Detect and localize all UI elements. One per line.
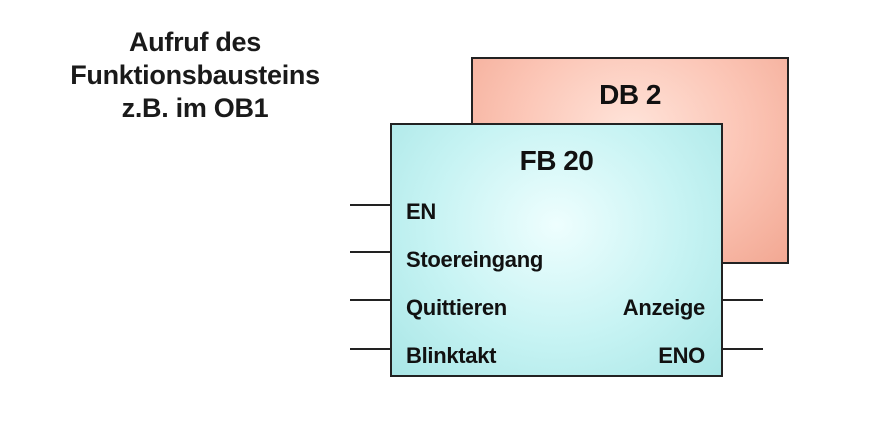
caption-line-3: z.B. im OB1 [121, 93, 269, 123]
db-block-title: DB 2 [599, 79, 661, 110]
caption-line-2: Funktionsbausteins [70, 60, 320, 90]
input-pin-stoereingang: Stoereingang [406, 247, 543, 272]
input-wire-quittieren [350, 299, 390, 301]
input-pin-blinktakt: Blinktakt [406, 343, 497, 368]
diagram-caption: Aufruf des Funktionsbausteins z.B. im OB… [30, 26, 360, 125]
output-pin-eno: ENO [658, 343, 705, 368]
output-wire-anzeige [723, 299, 763, 301]
caption-line-1: Aufruf des [128, 27, 261, 57]
fb-block-title: FB 20 [519, 145, 594, 176]
input-wire-blinktakt [350, 348, 390, 350]
input-wire-stoereingang [350, 251, 390, 253]
input-pin-en: EN [406, 199, 436, 224]
output-wire-eno [723, 348, 763, 350]
fb-block: FB 20 EN Stoereingang Quittieren Blinkta… [390, 123, 723, 377]
input-wire-en [350, 204, 390, 206]
input-pin-quittieren: Quittieren [406, 295, 507, 320]
output-pin-anzeige: Anzeige [622, 295, 706, 320]
